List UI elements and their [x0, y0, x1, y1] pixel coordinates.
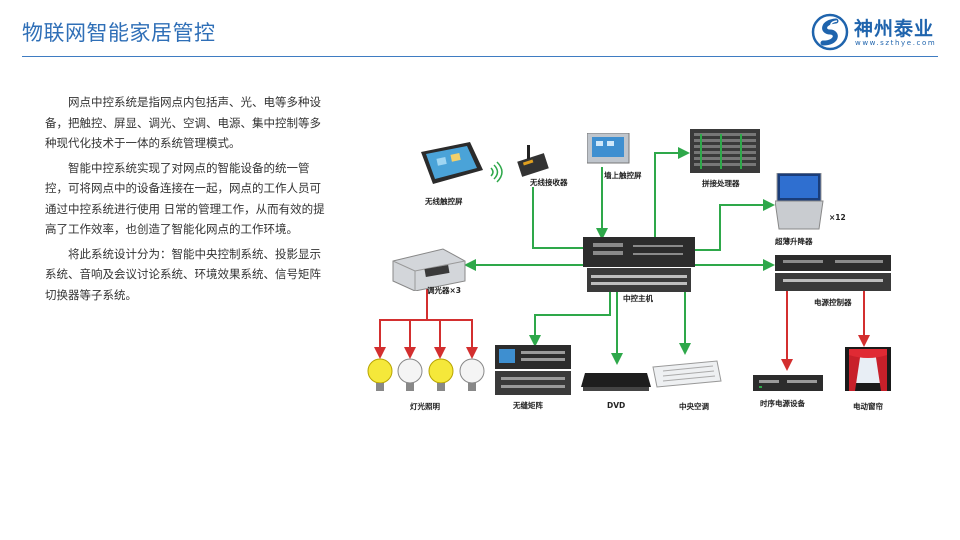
label-wireless-receiver: 无线接收器 — [530, 178, 568, 187]
paragraph-3: 将此系统设计分为：智能中央控制系统、投影显示系统、音响及会议讨论系统、环境效果系… — [45, 246, 321, 302]
label-wireless-panel: 无线触控屏 — [425, 197, 463, 206]
label-wall-panel: 墙上触控屏 — [604, 171, 642, 180]
receiver-icon — [517, 145, 549, 177]
lift-monitor-icon — [774, 172, 824, 230]
logo-url: www.szthye.com — [855, 39, 937, 47]
label-curtain: 电动窗帘 — [853, 402, 883, 411]
matrix-icon — [495, 345, 571, 395]
wall-touch-panel — [586, 132, 631, 169]
ac-unit-icon — [652, 360, 722, 388]
wireless-receiver — [515, 145, 553, 181]
page-title: 物联网智能家居管控 — [22, 21, 216, 45]
bulbs — [367, 358, 485, 391]
logo-mark-icon — [811, 13, 849, 51]
seamless-matrix — [495, 345, 573, 401]
label-matrix: 无缝矩阵 — [513, 401, 543, 410]
label-ac: 中央空调 — [679, 402, 709, 411]
logo-name: 神州泰业 — [854, 18, 935, 40]
paragraph-1: 网点中控系统是指网点内包括声、光、电等多种设备，把触控、屏显、调光、空调、电源、… — [45, 95, 321, 150]
touch-panel-icon — [586, 132, 630, 164]
dvd-icon — [581, 373, 651, 391]
bulb-lit-icon — [428, 358, 454, 391]
processor-rack-icon — [690, 129, 760, 173]
connection-lines — [374, 147, 870, 371]
label-dimmer: 调光器×3 — [427, 286, 462, 295]
label-power-controller: 电源控制器 — [814, 298, 852, 307]
label-lift-count: ×12 — [829, 213, 846, 222]
dimmer-box-icon — [392, 248, 466, 292]
label-dvd: DVD — [607, 401, 626, 410]
ultra-thin-lift — [774, 172, 825, 237]
system-diagram: 无线触控屏 无线接收器 墙上触控屏 拼接处理器 ×12 — [355, 125, 915, 430]
central-host — [583, 237, 697, 299]
tablet-icon — [421, 142, 483, 184]
dimmer — [391, 247, 467, 295]
splice-processor — [690, 129, 762, 179]
title-divider — [22, 56, 938, 57]
power-rack-icon — [775, 255, 891, 291]
label-splice-processor: 拼接处理器 — [702, 179, 740, 188]
bulb-off-icon — [397, 358, 423, 391]
label-lift: 超薄升降器 — [775, 237, 813, 246]
central-ac — [651, 359, 723, 395]
power-sequencer — [753, 373, 825, 397]
bulb-lit-icon — [367, 358, 393, 391]
dvd-player — [581, 367, 653, 397]
wireless-touch-panel — [415, 140, 485, 192]
label-sequencer: 时序电源设备 — [760, 399, 805, 408]
sequencer-icon — [753, 375, 823, 391]
electric-curtain — [845, 347, 893, 397]
paragraph-2: 智能中控系统实现了对网点的智能设备的统一管控，可将网点中的设备连接在一起，网点的… — [45, 160, 325, 237]
label-lighting: 灯光照明 — [410, 402, 440, 411]
body-text: 网点中控系统是指网点内包括声、光、电等多种设备，把触控、屏显、调光、空调、电源、… — [45, 92, 327, 309]
label-host: 中控主机 — [623, 294, 653, 303]
company-logo: 神州泰业 www.szthye.com — [810, 12, 942, 52]
host-rack-icon — [583, 237, 695, 292]
wifi-icon — [490, 161, 503, 183]
power-controller — [775, 255, 893, 297]
curtain-icon — [845, 347, 891, 391]
bulb-off-icon — [459, 358, 485, 391]
